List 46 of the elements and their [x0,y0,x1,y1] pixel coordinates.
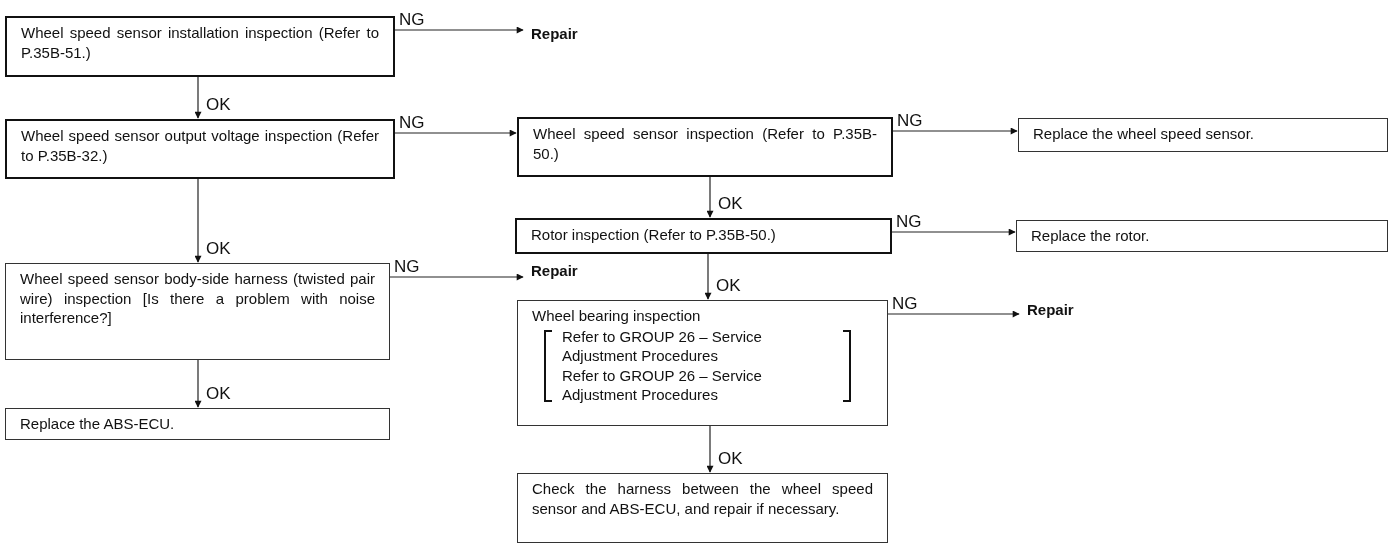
step-text: Wheel speed sensor body-side harness (twisted pair wire) inspection [Is there a problem with noise interference?] [20,269,375,328]
arrow [194,359,202,408]
arrow [394,26,524,34]
arrow [887,310,1020,318]
arrow [706,425,714,473]
step-text: Check the harness between the wheel speed sensor and ABS-ECU, and repair if necessary. [532,479,873,518]
step-text: Wheel speed sensor inspection (Refer to P.35B-50.) [533,124,877,163]
edge-label: NG [399,114,425,131]
step-text: Wheel speed sensor installation inspection (Refer to P.35B-51.) [21,23,379,62]
step-text: Rotor inspection (Refer to P.35B-50.) [531,225,777,245]
arrow [394,129,517,137]
edge-label: NG [394,258,420,275]
arrow [194,76,202,119]
step-text: Wheel speed sensor output voltage inspection (Refer to P.35B-32.) [21,126,379,165]
arrow [704,253,712,300]
arrow [892,127,1018,135]
reference-note: Refer to GROUP 26 – Service Adjustment Procedures [562,365,763,405]
process-box [517,473,888,543]
process-box [5,16,395,77]
process-box [517,117,893,177]
step-text: Wheel bearing inspection [532,306,702,326]
edge-label: OK [718,195,743,212]
arrow [194,178,202,263]
step-text: Replace the rotor. [1031,226,1151,246]
arrow [706,176,714,218]
process-box [5,408,390,440]
step-text: Replace the ABS-ECU. [20,414,176,434]
arrow [891,228,1016,236]
process-box [515,218,892,254]
process-box [5,119,395,179]
arrow [389,273,524,281]
edge-label: NG [399,11,425,28]
edge-label: OK [206,240,231,257]
edge-label: OK [718,450,743,467]
process-box [1016,220,1388,252]
process-box [5,263,390,360]
edge-label: OK [716,277,741,294]
edge-label: OK [206,96,231,113]
edge-label: NG [892,295,918,312]
reference-note: Refer to GROUP 26 – Service Adjustment Procedures [562,326,763,366]
process-box [517,300,888,426]
edge-label: NG [896,213,922,230]
edge-label: NG [897,112,923,129]
edge-label: OK [206,385,231,402]
step-text: Replace the wheel speed sensor. [1033,124,1255,144]
process-box [1018,118,1388,152]
